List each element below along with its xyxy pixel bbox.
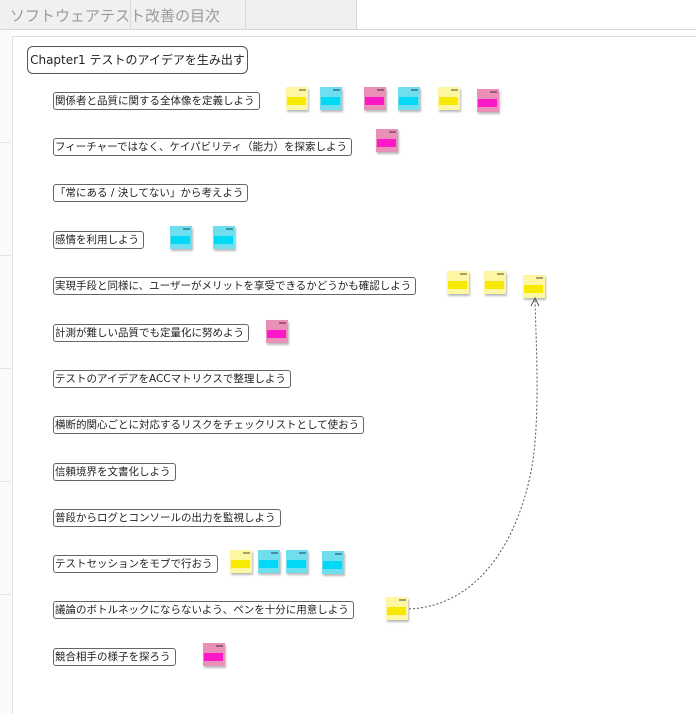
topic-item[interactable]: テストセッションをモブで行おう — [53, 555, 218, 573]
rail-divider — [0, 368, 11, 369]
topic-item[interactable]: 関係者と品質に関する全体像を定義しよう — [53, 92, 260, 110]
sticky-note[interactable] — [322, 551, 344, 574]
sticky-note[interactable] — [523, 275, 545, 298]
sticky-note[interactable] — [438, 87, 460, 110]
tab-divider — [130, 0, 131, 29]
sticky-note[interactable] — [213, 226, 235, 249]
tab-divider — [245, 0, 246, 29]
sticky-note[interactable] — [364, 87, 386, 110]
rail-divider — [0, 142, 11, 143]
topic-item[interactable]: 議論のボトルネックにならないよう、ペンを十分に用意しよう — [53, 601, 354, 619]
toolbar-divider — [356, 29, 696, 30]
sticky-note[interactable] — [398, 87, 420, 110]
sticky-note[interactable] — [203, 643, 225, 666]
topic-item[interactable]: 普段からログとコンソールの出力を監視しよう — [53, 509, 281, 527]
left-rail — [0, 30, 11, 713]
rail-divider — [0, 594, 11, 595]
tab-bar: ソフトウェアテスト改善の目次 — [0, 0, 357, 30]
sticky-note[interactable] — [286, 87, 308, 110]
tab-title[interactable]: ソフトウェアテスト改善の目次 — [10, 7, 221, 25]
topic-item[interactable]: テストのアイデアをACCマトリクスで整理しよう — [53, 370, 291, 388]
topic-item[interactable]: 横断的関心ごとに対応するリスクをチェックリストとして使おう — [53, 416, 365, 434]
sticky-note[interactable] — [170, 226, 192, 249]
topic-item[interactable]: 競合相手の様子を探ろう — [53, 648, 176, 666]
topic-item[interactable]: フィーチャーではなく、ケイパビリティ（能力）を探索しよう — [53, 138, 353, 156]
chapter-heading[interactable]: Chapter1 テストのアイデアを生み出す — [27, 46, 248, 74]
rail-divider — [0, 255, 11, 256]
sticky-note[interactable] — [376, 129, 398, 152]
sticky-note[interactable] — [258, 550, 280, 573]
sticky-note[interactable] — [447, 271, 469, 294]
sticky-note[interactable] — [286, 550, 308, 573]
sticky-note[interactable] — [386, 597, 408, 620]
rail-divider — [0, 481, 11, 482]
sticky-note[interactable] — [266, 320, 288, 343]
sticky-note[interactable] — [230, 550, 252, 573]
topic-item[interactable]: 感情を利用しよう — [53, 231, 144, 249]
topic-item[interactable]: 信頼境界を文書化しよう — [53, 463, 176, 481]
topic-item[interactable]: 実現手段と同様に、ユーザーがメリットを享受できるかどうかも確認しよう — [53, 277, 417, 295]
sticky-note[interactable] — [477, 89, 499, 112]
topic-item[interactable]: 「常にある / 決してない」から考えよう — [53, 184, 249, 202]
sticky-note[interactable] — [320, 87, 342, 110]
topic-item[interactable]: 計測が難しい品質でも定量化に努めよう — [53, 324, 249, 342]
sticky-note[interactable] — [484, 271, 506, 294]
